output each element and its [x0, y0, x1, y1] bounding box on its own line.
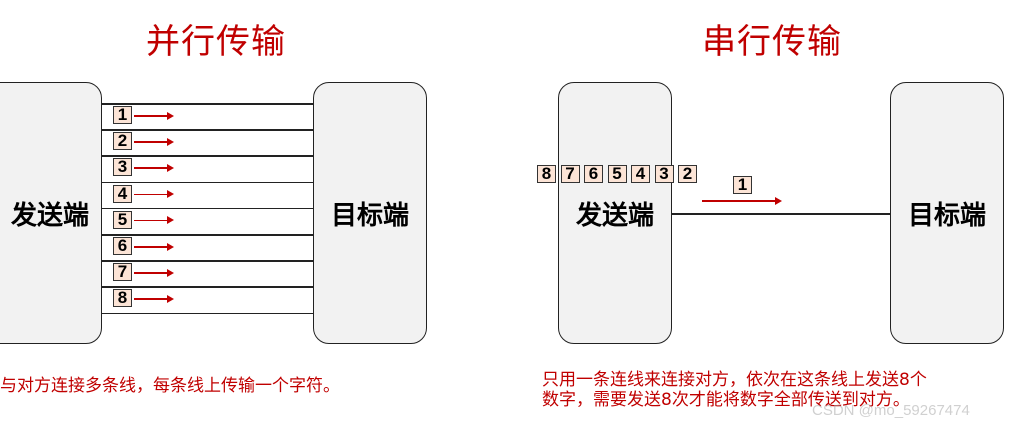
- parallel-wire: [102, 155, 313, 157]
- parallel-receiver-box: 目标端: [313, 82, 427, 344]
- parallel-sender-label: 发送端: [10, 200, 89, 231]
- serial-sender-box: 发送端: [558, 82, 672, 344]
- parallel-arrow: [134, 243, 174, 250]
- parallel-arrow: [134, 269, 174, 276]
- parallel-wire: [102, 129, 313, 131]
- parallel-bit: 2: [113, 132, 132, 151]
- serial-receiver-label: 目标端: [907, 200, 986, 231]
- parallel-arrow: [134, 112, 174, 119]
- parallel-wire: [102, 234, 313, 236]
- parallel-arrow: [134, 295, 174, 302]
- serial-queued-bit: 4: [631, 165, 650, 183]
- parallel-wire: [102, 260, 313, 262]
- watermark: CSDN @mo_59267474: [812, 402, 970, 419]
- parallel-arrow: [134, 190, 174, 197]
- parallel-sender-box: 发送端: [0, 82, 102, 344]
- parallel-bit: 5: [113, 210, 132, 229]
- serial-sent-bit: 1: [733, 176, 752, 194]
- parallel-bit: 1: [113, 106, 132, 124]
- serial-receiver-box: 目标端: [890, 82, 1004, 344]
- parallel-bit: 8: [113, 289, 132, 308]
- parallel-title: 并行传输: [146, 22, 286, 62]
- serial-queued-bit: 5: [607, 165, 627, 183]
- parallel-caption: 与对方连接多条线，每条线上传输一个字符。: [0, 376, 340, 396]
- parallel-bit: 3: [113, 158, 132, 177]
- serial-wire: [672, 213, 890, 215]
- serial-queued-bit: 3: [654, 165, 674, 183]
- parallel-wire: [102, 312, 313, 315]
- parallel-bit: 4: [113, 184, 132, 203]
- parallel-wire: [102, 181, 313, 184]
- serial-queued-bit: 8: [537, 165, 556, 183]
- parallel-bit: 6: [113, 237, 132, 255]
- parallel-wire: [102, 207, 313, 210]
- parallel-arrow: [134, 138, 174, 145]
- parallel-wire: [102, 103, 313, 105]
- parallel-receiver-label: 目标端: [330, 200, 409, 231]
- serial-queued-bit: 7: [560, 165, 580, 183]
- parallel-bit: 7: [113, 263, 132, 282]
- parallel-wire: [102, 286, 313, 288]
- serial-queued-bit: 2: [678, 165, 697, 183]
- parallel-arrow: [134, 164, 174, 171]
- serial-arrow: [702, 197, 782, 204]
- serial-caption-line1: 只用一条连线来连接对方，依次在这条线上发送8个: [542, 370, 927, 390]
- serial-caption-line2: 数字，需要发送8次才能将数字全部传送到对方。: [542, 390, 910, 410]
- serial-sender-label: 发送端: [575, 200, 654, 231]
- serial-title: 串行传输: [702, 22, 842, 62]
- parallel-arrow: [134, 217, 174, 224]
- serial-queued-bit: 6: [584, 165, 603, 183]
